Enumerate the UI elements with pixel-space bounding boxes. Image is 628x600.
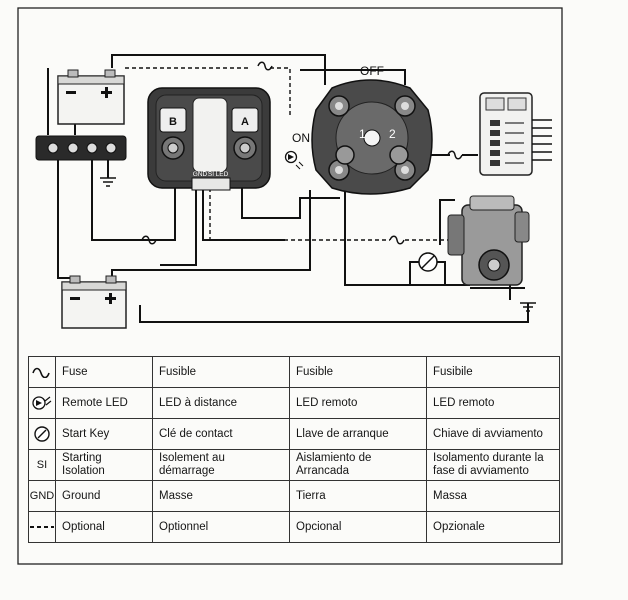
switch-position-2-label: 2 <box>389 127 396 141</box>
legend-symbol-text: SI <box>28 449 56 481</box>
page-border <box>17 7 563 565</box>
ground-symbol <box>100 177 116 187</box>
remote-led-icon <box>28 387 56 419</box>
legend-italian: Chiave di avviamento <box>426 418 560 450</box>
optional-wires <box>125 67 455 241</box>
legend-spanish: Opcional <box>289 511 427 543</box>
start-key <box>418 252 438 272</box>
engine-starter <box>447 195 530 289</box>
battery-top <box>57 69 125 125</box>
switch-position-1-label: 1 <box>359 127 366 141</box>
switch-on-label: ON <box>292 131 310 145</box>
legend-italian: Fusibile <box>426 356 560 388</box>
relay-pin-si-label: SI <box>208 171 214 178</box>
legend-english: Start Key <box>55 418 153 450</box>
relay-pin-gnd-label: GND <box>193 171 208 178</box>
legend-french: Isolement au démarrage <box>152 449 290 481</box>
legend-french: Fusible <box>152 356 290 388</box>
legend-english: Remote LED <box>55 387 153 419</box>
legend-symbol-text: GND <box>28 480 56 512</box>
remote-led: ON <box>284 131 310 170</box>
battery-switch: OFF 1 2 <box>311 64 433 195</box>
legend-english: Ground <box>55 480 153 512</box>
start-key-icon <box>28 418 56 450</box>
relay-unit: B A GND SI LED <box>147 87 271 191</box>
legend-spanish: Llave de arranque <box>289 418 427 450</box>
legend-english: Fuse <box>55 356 153 388</box>
bus-bar <box>35 135 127 161</box>
legend-spanish: Fusible <box>289 356 427 388</box>
legend-french: Clé de contact <box>152 418 290 450</box>
distribution-panel <box>479 92 552 176</box>
legend-english: Starting Isolation <box>55 449 153 481</box>
legend-italian: LED remoto <box>426 387 560 419</box>
relay-terminal-a-label: A <box>241 116 249 128</box>
legend-french: Masse <box>152 480 290 512</box>
legend-french: LED à distance <box>152 387 290 419</box>
legend-italian: Isolamento durante la fase di avviamento <box>426 449 560 481</box>
battery-bottom <box>61 275 127 329</box>
legend-italian: Opzionale <box>426 511 560 543</box>
legend-spanish: Aislamiento de Arrancada <box>289 449 427 481</box>
legend-spanish: LED remoto <box>289 387 427 419</box>
fuse-icon <box>28 356 56 388</box>
legend-spanish: Tierra <box>289 480 427 512</box>
relay-pin-led-label: LED <box>216 171 229 178</box>
fuse-symbols <box>141 61 463 245</box>
legend-english: Optional <box>55 511 153 543</box>
legend-italian: Massa <box>426 480 560 512</box>
engine-ground-symbol <box>520 302 536 312</box>
relay-terminal-b-label: B <box>169 116 177 128</box>
switch-off-label: OFF <box>360 64 384 78</box>
legend-french: Optionnel <box>152 511 290 543</box>
dashed-line-icon <box>28 511 56 543</box>
